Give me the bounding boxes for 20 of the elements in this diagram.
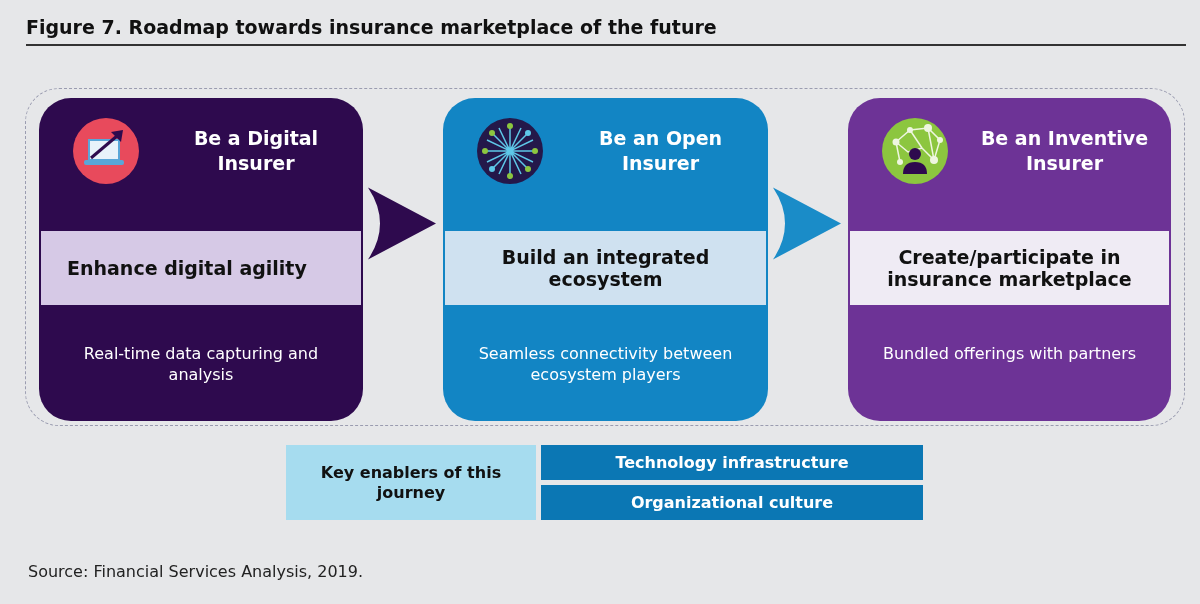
enabler-bar: Technology infrastructure — [541, 445, 923, 480]
enablers-heading: Key enablers of this journey — [286, 445, 536, 520]
dashed-frame — [25, 88, 1185, 426]
source-note: Source: Financial Services Analysis, 2019. — [28, 562, 364, 581]
stage-heading: Be a Digital Insurer — [192, 126, 320, 176]
stage-card — [848, 98, 1171, 421]
stage-goal: Enhance digital agility — [67, 257, 307, 279]
stage-description: Bundled offerings with partners — [881, 343, 1138, 364]
enabler-bar: Organizational culture — [541, 485, 923, 520]
stage-heading: Be an Inventive Insurer — [979, 126, 1150, 176]
stage-heading: Be an Open Insurer — [597, 126, 724, 176]
stage-goal: Build an integrated ecosystem — [500, 246, 711, 290]
stage-description: Real-time data capturing and analysis — [82, 343, 320, 385]
chevron-arrow — [368, 187, 436, 260]
stage-goal: Create/participate in insurance marketplace — [886, 246, 1133, 290]
figure-title: Figure 7. Roadmap towards insurance marketplace of the future — [26, 16, 717, 38]
stage-description: Seamless connectivity between ecosystem players — [477, 343, 734, 385]
chevron-arrow — [773, 187, 841, 260]
stage-card — [39, 98, 363, 421]
stage-card — [443, 98, 768, 421]
